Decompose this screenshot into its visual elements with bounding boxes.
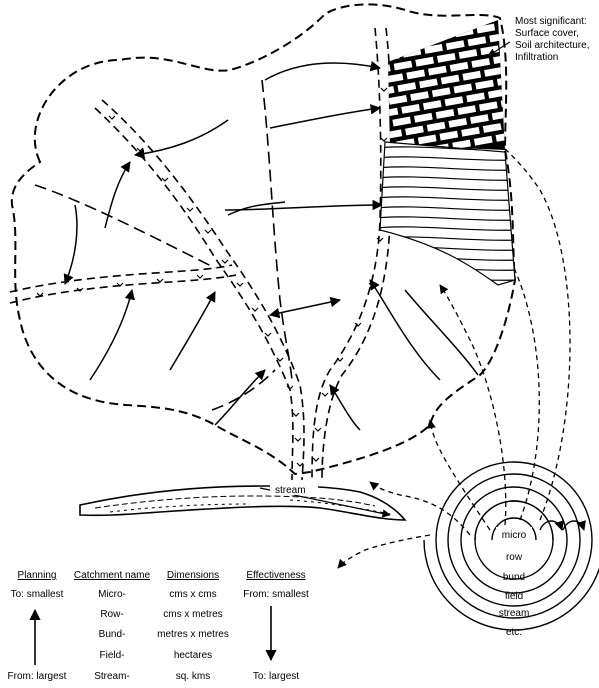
ring-label-field: field [505,591,523,602]
ring-label-micro: micro [502,530,527,541]
catchment-name-bund: Bund- [99,629,126,640]
striped-area [379,141,516,286]
catchment-name-stream: Stream- [94,671,130,682]
flow-chevrons [36,87,388,467]
header-planning: Planning [18,570,57,581]
header-dimensions: Dimensions [167,570,219,581]
ring-label-row: row [506,552,523,563]
upper-tributary [94,99,305,481]
dimension-field: hectares [174,650,212,661]
dimension-bund: metres x metres [157,629,229,640]
dimension-stream: sq. kms [176,671,210,682]
effectiveness-from: From: smallest [243,589,309,600]
ring-label-stream: stream [499,608,530,619]
annotation-line-2: Surface cover, [515,28,579,39]
field-boundaries [34,79,293,411]
main-channel [311,27,392,481]
dimension-row: cms x metres [163,609,222,620]
catchment-name-row: Row- [100,609,123,620]
header-effectiveness: Effectiveness [246,570,305,581]
catchment-name-micro: Micro- [98,589,126,600]
annotation-line-4: Infiltration [515,52,558,63]
stream-label: stream [275,485,306,496]
scale-ring-curls [539,520,586,531]
catchment-boundary [10,3,517,476]
scale-rings [423,461,599,631]
lower-tributary [9,264,237,304]
flow-arrows [63,61,506,431]
planning-to: To: smallest [11,589,64,600]
ring-label-bund: bund [503,572,525,583]
catchment-name-field: Field- [99,650,124,661]
effectiveness-to: To: largest [253,671,299,682]
annotation-pointer [487,41,511,57]
stream-bed [79,482,407,521]
scale-feedback-arrows [337,129,571,569]
dimension-micro: cms x cms [169,589,216,600]
header-catchment-name: Catchment name [74,570,151,581]
annotation-line-3: Soil architecture, [515,40,589,51]
planning-from: From: largest [8,671,67,682]
ring-label-etc: etc. [506,627,522,638]
annotation-line-1: Most significant: [515,16,587,27]
